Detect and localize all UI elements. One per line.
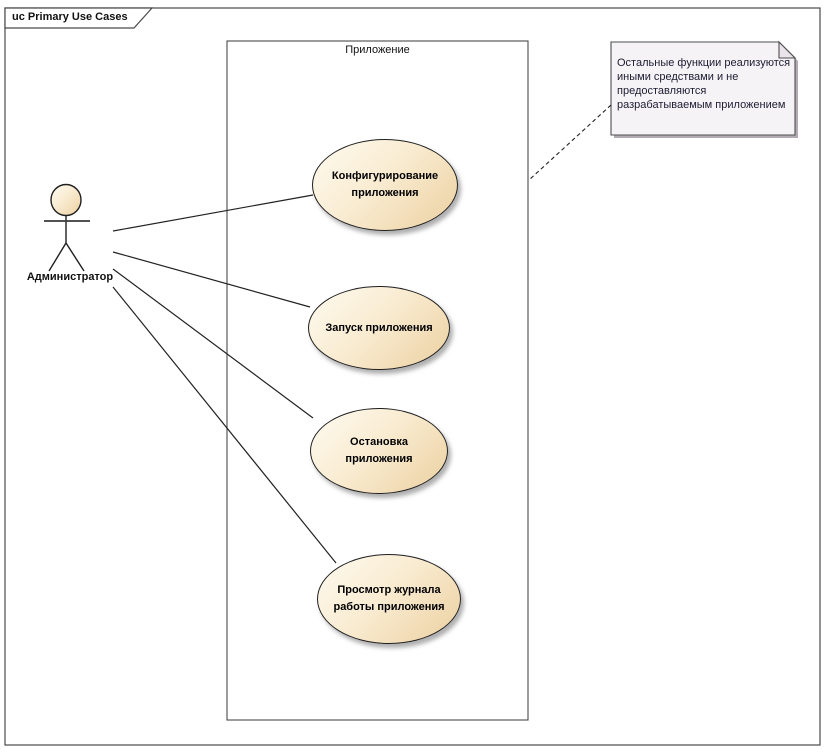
note-shape[interactable] <box>610 40 798 138</box>
note-text-line: иными средствами и не <box>617 71 739 83</box>
use-case-label: Конфигурирование <box>331 170 439 182</box>
note-text: Остальные функции реализуются иными сред… <box>617 56 793 112</box>
use-case-label: Просмотр журнала <box>337 584 441 596</box>
use-case-configure-application[interactable]: Конфигурирование приложения <box>312 139 458 231</box>
use-case-label: Остановка <box>350 436 408 448</box>
note-text-line: разрабатываемым приложением <box>617 99 786 111</box>
actor-left-leg <box>48 242 67 272</box>
use-case-label: приложения <box>345 453 413 465</box>
use-case-stop-application[interactable]: Остановка приложения <box>310 408 448 494</box>
association-line-configure[interactable] <box>112 194 314 232</box>
actor-label: Администратор <box>26 271 114 283</box>
use-case-label: работы приложения <box>333 601 445 613</box>
note-text-line: Остальные функции реализуются <box>617 57 791 69</box>
association-line-view-log[interactable] <box>112 286 337 564</box>
frame-title: uc Primary Use Cases <box>12 11 128 23</box>
actor-head <box>50 183 82 217</box>
association-line-stop[interactable] <box>112 268 314 419</box>
use-case-start-application[interactable]: Запуск приложения <box>308 286 450 370</box>
note-fold-corner-icon <box>778 40 797 59</box>
diagram-frame-tab <box>4 7 154 29</box>
use-case-label: Запуск приложения <box>325 321 433 334</box>
actor-right-leg <box>65 242 85 272</box>
system-boundary-title: Приложение <box>345 44 410 56</box>
use-case-view-application-log[interactable]: Просмотр журнала работы приложения <box>317 554 461 644</box>
note-body[interactable] <box>610 41 796 136</box>
actor-icon[interactable] <box>44 183 90 272</box>
use-case-label: приложения <box>351 187 419 199</box>
note-anchor-line[interactable] <box>528 104 612 181</box>
association-line-start[interactable] <box>112 251 311 308</box>
associations <box>112 194 337 564</box>
note-text-line: предоставляются <box>617 85 707 97</box>
system-boundary-box[interactable] <box>226 40 529 721</box>
diagram-frame-border <box>4 7 821 746</box>
